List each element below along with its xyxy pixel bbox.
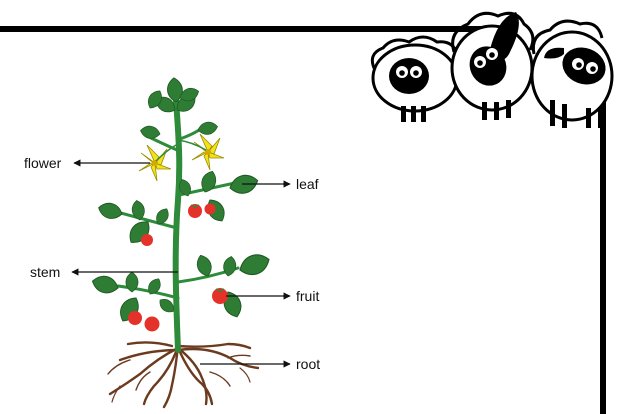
tomato-icon <box>141 234 153 246</box>
sheep-icon <box>372 37 462 122</box>
root-system <box>108 342 258 407</box>
flower-icon <box>192 134 224 170</box>
tomato-icon <box>145 317 160 332</box>
labels: flower leaf stem fruit root <box>24 155 320 372</box>
flower-label: flower <box>24 155 62 171</box>
leaf-label: leaf <box>296 176 319 192</box>
tomato-icon <box>212 288 228 304</box>
root-label: root <box>296 356 320 372</box>
fruit-label: fruit <box>296 288 319 304</box>
tomato-icon <box>188 204 202 218</box>
stem-label: stem <box>30 264 60 280</box>
sheep-icon <box>532 21 612 128</box>
tomato-icon <box>128 311 142 325</box>
tomato-icon <box>205 204 216 215</box>
leaf-cluster <box>90 77 272 325</box>
